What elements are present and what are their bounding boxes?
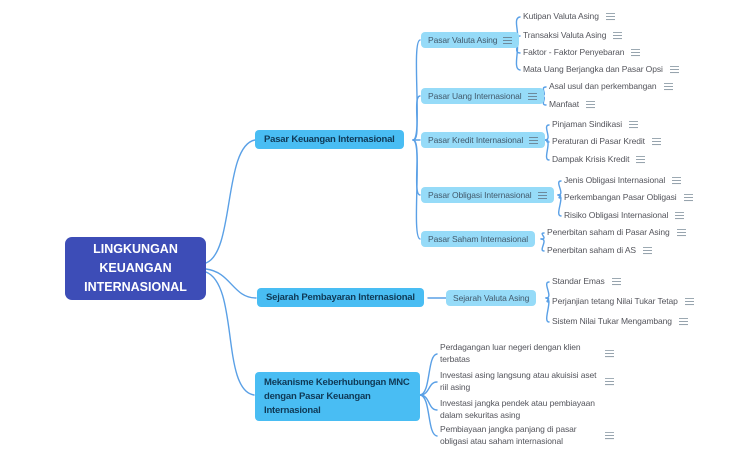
topic-node-pasar-saham-internasional[interactable]: Pasar Saham Internasional bbox=[421, 231, 536, 247]
leaf-item[interactable]: Pembiayaan jangka panjang di pasar oblig… bbox=[440, 424, 614, 448]
leaf-item[interactable]: Jenis Obligasi Internasional bbox=[564, 175, 682, 187]
note-icon[interactable] bbox=[586, 101, 596, 109]
note-icon[interactable] bbox=[605, 350, 614, 358]
topic-label: Pasar Saham Internasional bbox=[428, 234, 529, 244]
leaf-item[interactable]: Standar Emas bbox=[552, 276, 621, 288]
note-icon[interactable] bbox=[527, 92, 537, 100]
topic-node-pasar-valuta-asing[interactable]: Pasar Valuta Asing bbox=[421, 32, 520, 48]
note-icon[interactable] bbox=[605, 13, 615, 21]
note-icon[interactable] bbox=[503, 36, 513, 44]
leaf-label: Faktor - Faktor Penyebaran bbox=[523, 47, 625, 58]
note-icon[interactable] bbox=[678, 318, 688, 326]
leaf-label: Transaksi Valuta Asing bbox=[523, 30, 607, 41]
leaf-item[interactable]: Manfaat bbox=[549, 99, 596, 111]
leaf-label: Dampak Krisis Kredit bbox=[552, 154, 630, 165]
leaf-item[interactable]: Investasi asing langsung atau akuisisi a… bbox=[440, 370, 614, 394]
leaf-label: Pembiayaan jangka panjang di pasar oblig… bbox=[440, 424, 577, 446]
leaf-item[interactable]: Peraturan di Pasar Kredit bbox=[552, 136, 661, 148]
leaf-label: Standar Emas bbox=[552, 276, 605, 287]
leaf-item[interactable]: Dampak Krisis Kredit bbox=[552, 154, 646, 166]
leaf-item[interactable]: Transaksi Valuta Asing bbox=[523, 30, 623, 42]
leaf-label: Risiko Obligasi Internasional bbox=[564, 210, 669, 221]
branch-node-sejarah-pembayaran[interactable]: Sejarah Pembayaran Internasional bbox=[257, 288, 424, 307]
leaf-label: Peraturan di Pasar Kredit bbox=[552, 136, 645, 147]
note-icon[interactable] bbox=[669, 66, 679, 74]
note-icon[interactable] bbox=[643, 247, 652, 255]
topic-node-pasar-obligasi-internasional[interactable]: Pasar Obligasi Internasional bbox=[421, 187, 554, 203]
note-icon[interactable] bbox=[529, 136, 539, 144]
leaf-label: Investasi asing langsung atau akuisisi a… bbox=[440, 370, 597, 392]
note-icon[interactable] bbox=[684, 298, 694, 306]
leaf-label: Perdagangan luar negeri dengan klien ter… bbox=[440, 342, 581, 364]
topic-node-pasar-uang-internasional[interactable]: Pasar Uang Internasional bbox=[421, 88, 544, 104]
note-icon[interactable] bbox=[636, 156, 646, 164]
branch-label: Mekanisme Keberhubungan MNC dengan Pasar… bbox=[264, 377, 410, 416]
leaf-label: Investasi jangka pendek atau pembiayaan … bbox=[440, 398, 595, 420]
root-node[interactable]: LINGKUNGAN KEUANGAN INTERNASIONAL bbox=[65, 237, 206, 300]
note-icon[interactable] bbox=[629, 121, 639, 129]
leaf-item[interactable]: Faktor - Faktor Penyebaran bbox=[523, 47, 641, 59]
note-icon[interactable] bbox=[631, 49, 641, 57]
leaf-item[interactable]: Investasi jangka pendek atau pembiayaan … bbox=[440, 398, 598, 422]
topic-node-pasar-kredit-internasional[interactable]: Pasar Kredit Internasional bbox=[421, 132, 546, 148]
topic-label: Pasar Kredit Internasional bbox=[428, 135, 524, 145]
leaf-item[interactable]: Mata Uang Berjangka dan Pasar Opsi bbox=[523, 64, 679, 76]
branch-label: Sejarah Pembayaran Internasional bbox=[266, 292, 415, 303]
leaf-label: Sistem Nilai Tukar Mengambang bbox=[552, 316, 672, 327]
leaf-item[interactable]: Perkembangan Pasar Obligasi bbox=[564, 192, 693, 204]
branch-node-mekanisme-mnc[interactable]: Mekanisme Keberhubungan MNC dengan Pasar… bbox=[255, 372, 420, 422]
leaf-label: Pinjaman Sindikasi bbox=[552, 119, 623, 130]
branch-label: Pasar Keuangan Internasional bbox=[264, 134, 395, 145]
note-icon[interactable] bbox=[605, 378, 614, 386]
leaf-item[interactable]: Penerbitan saham di AS bbox=[547, 245, 652, 257]
leaf-label: Penerbitan saham di AS bbox=[547, 245, 636, 256]
leaf-item[interactable]: Penerbitan saham di Pasar Asing bbox=[547, 227, 686, 239]
leaf-label: Mata Uang Berjangka dan Pasar Opsi bbox=[523, 64, 663, 75]
leaf-item[interactable]: Kutipan Valuta Asing bbox=[523, 11, 615, 23]
leaf-label: Perkembangan Pasar Obligasi bbox=[564, 192, 677, 203]
leaf-label: Manfaat bbox=[549, 99, 580, 110]
leaf-label: Kutipan Valuta Asing bbox=[523, 11, 599, 22]
leaf-item[interactable]: Perjanjian tetang Nilai Tukar Tetap bbox=[552, 296, 694, 308]
branch-node-pasar-keuangan[interactable]: Pasar Keuangan Internasional bbox=[255, 130, 404, 149]
note-icon[interactable] bbox=[613, 32, 623, 40]
leaf-item[interactable]: Sistem Nilai Tukar Mengambang bbox=[552, 316, 688, 328]
topic-label: Sejarah Valuta Asing bbox=[453, 293, 530, 303]
leaf-item[interactable]: Pinjaman Sindikasi bbox=[552, 119, 639, 131]
note-icon[interactable] bbox=[675, 212, 685, 220]
leaf-item[interactable]: Perdagangan luar negeri dengan klien ter… bbox=[440, 342, 614, 366]
topic-label: Pasar Obligasi Internasional bbox=[428, 190, 532, 200]
leaf-label: Penerbitan saham di Pasar Asing bbox=[547, 227, 670, 238]
leaf-label: Perjanjian tetang Nilai Tukar Tetap bbox=[552, 296, 678, 307]
note-icon[interactable] bbox=[537, 191, 547, 199]
leaf-label: Asal usul dan perkembangan bbox=[549, 81, 657, 92]
note-icon[interactable] bbox=[676, 229, 686, 237]
note-icon[interactable] bbox=[605, 432, 614, 440]
leaf-item[interactable]: Risiko Obligasi Internasional bbox=[564, 210, 685, 222]
note-icon[interactable] bbox=[672, 177, 682, 185]
note-icon[interactable] bbox=[663, 83, 673, 91]
topic-label: Pasar Uang Internasional bbox=[428, 91, 522, 101]
topic-node-sejarah-valuta-asing[interactable]: Sejarah Valuta Asing bbox=[446, 290, 537, 306]
leaf-label: Jenis Obligasi Internasional bbox=[564, 175, 666, 186]
topic-label: Pasar Valuta Asing bbox=[428, 35, 498, 45]
note-icon[interactable] bbox=[611, 278, 621, 286]
leaf-item[interactable]: Asal usul dan perkembangan bbox=[549, 81, 673, 93]
note-icon[interactable] bbox=[651, 138, 661, 146]
note-icon[interactable] bbox=[683, 194, 693, 202]
